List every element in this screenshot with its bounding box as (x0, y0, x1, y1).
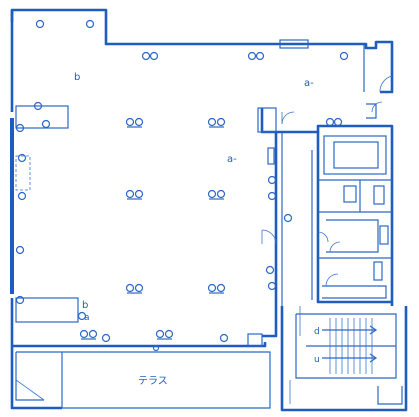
table-set (155, 329, 174, 340)
table-set (125, 189, 144, 200)
fixtures (15, 19, 349, 352)
table-set (79, 329, 98, 340)
label-stair-down: d (314, 327, 320, 337)
label-b-bottom: b (82, 300, 88, 311)
label-terrace: テラス (138, 375, 168, 387)
table-set (207, 189, 226, 200)
label-b-top: b (74, 72, 80, 83)
label-a-right: a- (304, 78, 314, 89)
table-set (207, 117, 226, 128)
service-core-walls (257, 75, 394, 338)
table-set (207, 283, 226, 294)
seating-clusters (79, 117, 226, 340)
label-stair-up: u (314, 355, 320, 365)
label-a-bottom: a (84, 313, 90, 323)
stair-well (280, 306, 408, 412)
label-a-center: a- (227, 154, 237, 165)
table-set (125, 283, 144, 294)
outer-walls (10, 8, 394, 410)
room-labels: b a- a- b a テラス d u (74, 72, 320, 387)
table-set (125, 117, 144, 128)
